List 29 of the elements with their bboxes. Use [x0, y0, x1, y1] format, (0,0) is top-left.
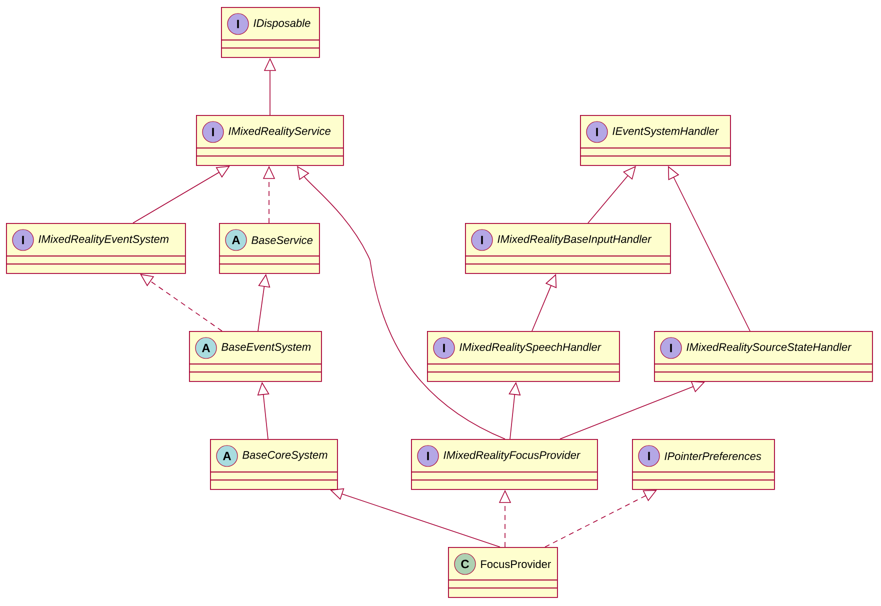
class-box	[426, 331, 620, 382]
class-name: IMixedRealityBaseInputHandler	[498, 234, 652, 246]
class-name: IMixedRealityFocusProvider	[444, 450, 580, 462]
inheritance-arrow	[544, 490, 657, 548]
class-name: IEventSystemHandler	[612, 126, 719, 138]
class-name: IMixedRealitySourceStateHandler	[686, 342, 852, 354]
class-box	[188, 331, 322, 382]
class-box	[210, 439, 338, 490]
class-name: BaseEventSystem	[222, 343, 311, 353]
class-box	[218, 223, 320, 274]
class-name: IPointerPreferences	[664, 452, 762, 460]
class-box	[448, 547, 558, 598]
class-box	[410, 439, 598, 490]
class-name: IMixedRealityEventSystem	[38, 234, 168, 246]
class-box	[580, 115, 731, 166]
class-box	[6, 223, 186, 274]
class-box	[220, 7, 320, 58]
class-name: IMixedRealityService	[228, 126, 330, 138]
class-name: FocusProvider	[481, 560, 551, 568]
class-box	[654, 331, 873, 382]
inheritance-arrow	[132, 166, 230, 224]
class-box	[464, 223, 671, 274]
class-name: BaseCoreSystem	[242, 451, 328, 461]
class-name: BaseService	[252, 236, 313, 244]
inheritance-arrow	[560, 381, 705, 440]
class-name: IMixedRealitySpeechHandler	[460, 342, 602, 354]
class-box	[632, 439, 775, 490]
class-name: IDisposable	[254, 18, 310, 30]
class-box	[196, 115, 344, 166]
